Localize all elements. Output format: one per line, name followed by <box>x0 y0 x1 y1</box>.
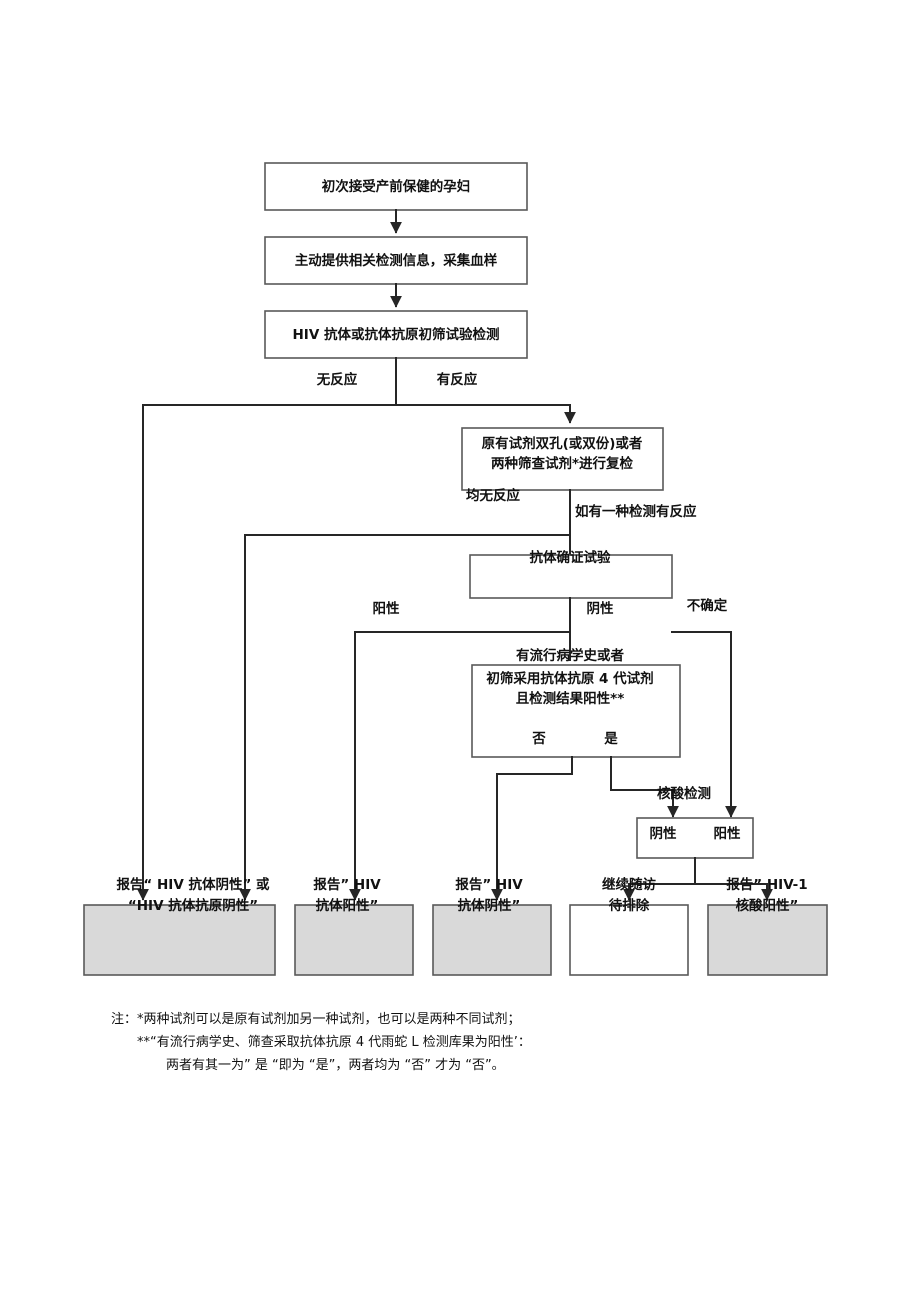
result-box-ab-negative <box>83 904 276 976</box>
node-epi-option-yes: 是 <box>604 731 618 747</box>
node-nat-positive-label: 阳性 <box>714 825 742 842</box>
result-label-ab-positive-2: 抗体阳性” <box>316 897 379 914</box>
edge-nat-positive-path <box>694 883 773 901</box>
result-label-ab-negative2-1: 报告” HIV <box>455 876 523 893</box>
result-label-nat-positive-1: 报告” HIV-1 <box>726 876 807 893</box>
edge-all-no-reaction-path <box>239 534 571 901</box>
result-label-followup-1: 继续随访 <box>602 876 656 893</box>
edge-positive-path <box>349 631 571 901</box>
edge-label-all-no-reaction: 均无反应 <box>466 487 520 504</box>
node-info-box <box>264 236 528 285</box>
node-screening-label: HIV 抗体或抗体抗原初筛试验检测 <box>293 326 500 343</box>
node-confirm-box <box>469 554 673 599</box>
edge-label-negative: 阴性 <box>587 600 615 617</box>
edge-epi-no-path <box>491 756 573 901</box>
node-epi-box <box>471 664 681 758</box>
result-label-ab-negative2-2: 抗体阴性” <box>458 897 521 914</box>
edge-label-no-reaction: 无反应 <box>316 371 358 388</box>
node-nat-box <box>636 817 754 859</box>
edge-nat-negative-path <box>623 857 696 901</box>
edge-epi-yes-path <box>610 756 679 818</box>
result-box-followup <box>569 904 689 976</box>
node-start-label: 初次接受产前保健的孕妇 <box>322 178 471 195</box>
edge-indeterminate-path <box>671 631 737 818</box>
edge-has-reaction-path <box>395 404 576 424</box>
result-label-followup-2: 待排除 <box>609 897 650 914</box>
edge-label-any-reaction: 如有一种检测有反应 <box>575 503 697 520</box>
node-epi-option-no: 否 <box>531 731 546 747</box>
node-screening-box <box>264 310 528 359</box>
result-label-ab-negative-1: 报告“ HIV 抗体阴性” 或 <box>116 876 270 893</box>
result-label-nat-positive-2: 核酸阳性” <box>736 897 799 914</box>
result-box-nat-positive <box>707 904 828 976</box>
node-epi-label-2: 初筛采用抗体抗原 4 代试剂 <box>486 670 653 687</box>
node-start-box <box>264 162 528 211</box>
note-line-2: **“有流行病学史、筛查采取抗体抗原 4 代雨蛇 L 检测库果为阳性’： <box>137 1034 531 1050</box>
result-label-ab-negative-2: “HIV 抗体抗原阴性” <box>128 897 258 914</box>
node-nat-negative-label: 阴性 <box>650 825 678 842</box>
edge-label-indeterminate: 不确定 <box>687 597 728 614</box>
edge-label-has-reaction: 有反应 <box>437 371 478 388</box>
result-label-ab-positive-1: 报告” HIV <box>313 876 381 893</box>
node-retest-label-1: 原有试剂双孔(或双份)或者 <box>482 435 643 452</box>
edge-no-reaction-path <box>137 404 397 901</box>
node-nat-label: 核酸检测 <box>657 785 711 802</box>
note-line-3: 两者有其一为” 是 “即为 “是”，两者均为 “否” 才为 “否”。 <box>166 1058 505 1073</box>
node-info-label: 主动提供相关检测信息，采集血样 <box>295 252 498 269</box>
node-retest-label-2: 两种筛查试剂*进行复检 <box>491 455 634 472</box>
node-epi-label-3: 且检测结果阳性** <box>516 690 625 707</box>
node-epi-label-1: 有流行病学史或者 <box>516 647 624 664</box>
result-box-ab-negative-2 <box>432 904 552 976</box>
note-line-1: 注：*两种试剂可以是原有试剂加另一种试剂，也可以是两种不同试剂； <box>111 1012 521 1027</box>
node-confirm-label: 抗体确证试验 <box>530 549 611 566</box>
result-box-ab-positive <box>294 904 414 976</box>
edge-label-positive: 阳性 <box>373 600 400 617</box>
node-retest-box <box>461 427 664 491</box>
